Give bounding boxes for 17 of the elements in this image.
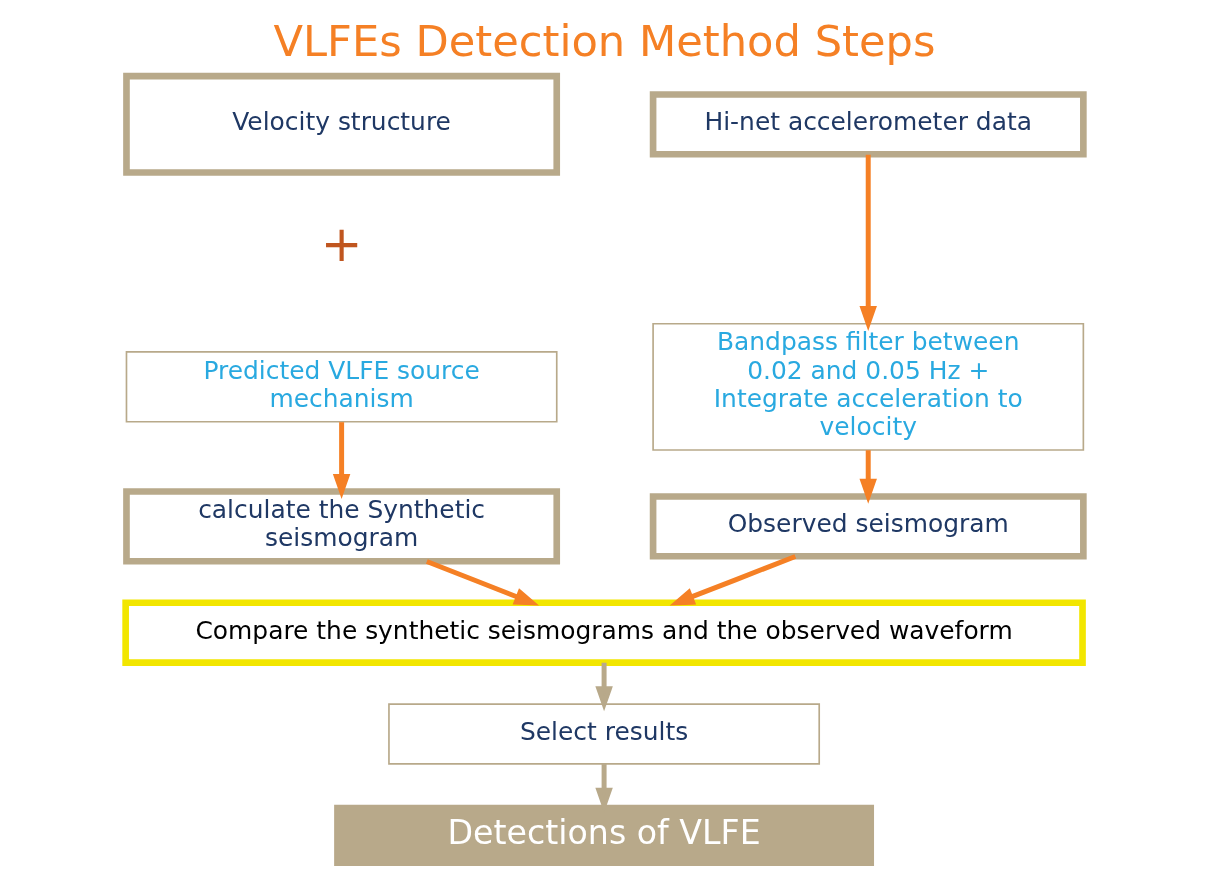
arrow (859, 154, 877, 331)
node-box: Detections of VLFE (334, 804, 875, 867)
node-box: Predicted VLFE source mechanism (125, 351, 558, 423)
arrow (332, 422, 351, 499)
arrow (669, 554, 797, 606)
node-box: Hi-net accelerometer data (649, 91, 1087, 158)
arrow (425, 559, 540, 606)
label: + (320, 214, 363, 273)
node-box: Observed seismogram (649, 493, 1087, 560)
node-box: Bandpass filter between 0.02 and 0.05 Hz + Integrate acceleration to velocity (652, 322, 1085, 451)
arrow (595, 662, 613, 712)
node-box: Compare the synthetic seismograms and the observed waveform (122, 599, 1086, 666)
node-box: Velocity structure (123, 72, 561, 176)
node-box: Select results (388, 703, 821, 765)
arrow (859, 450, 877, 504)
diagram-title: VLFEs Detection Method Steps (273, 15, 936, 66)
node-box: calculate the Synthetic seismogram (123, 488, 561, 565)
